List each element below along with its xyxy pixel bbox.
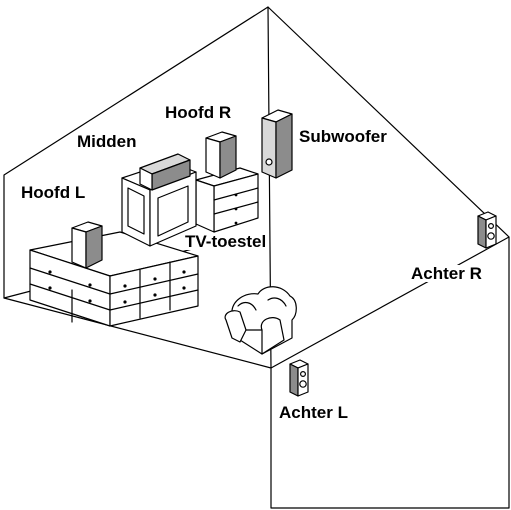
label-hoofd-l: Hoofd L: [20, 183, 87, 202]
rear-right-speaker: [477, 211, 497, 249]
label-achter-l: Achter L: [278, 403, 349, 422]
armchair: [224, 286, 297, 355]
label-midden: Midden: [76, 132, 138, 151]
label-tv: TV-toestel: [184, 232, 268, 251]
subwoofer: [261, 109, 293, 179]
front-right-speaker: [205, 131, 237, 179]
center-speaker: [139, 153, 191, 191]
label-achter-r: Achter R: [410, 264, 483, 283]
rear-left-speaker: [289, 359, 309, 397]
right-cabinet: [195, 167, 259, 233]
label-subwoofer: Subwoofer: [298, 127, 388, 146]
label-hoofd-r: Hoofd R: [164, 103, 233, 122]
front-left-speaker: [71, 221, 103, 269]
